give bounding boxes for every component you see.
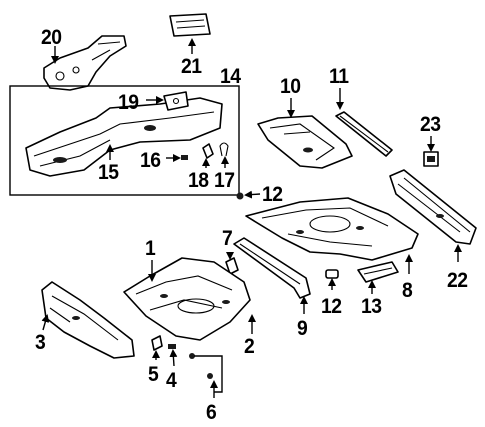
callout-16: 16 <box>140 149 161 172</box>
part-23-block <box>423 151 439 167</box>
callout-8: 8 <box>402 279 413 302</box>
callout-22: 22 <box>447 269 468 292</box>
part-11-rail <box>335 111 393 157</box>
callout-12-lower: 12 <box>321 295 342 318</box>
callout-20: 20 <box>41 26 62 49</box>
callout-18: 18 <box>188 169 209 192</box>
callout-7: 7 <box>222 227 233 250</box>
group-14-box <box>9 85 240 196</box>
part-19-plate <box>163 91 189 111</box>
part-18-clip <box>202 143 214 159</box>
callout-13: 13 <box>361 295 382 318</box>
callout-14: 14 <box>220 65 241 88</box>
callout-1: 1 <box>145 237 156 260</box>
part-22-crossmember <box>389 169 477 245</box>
part-4-clip <box>168 344 176 349</box>
callout-17: 17 <box>214 169 235 192</box>
part-8-rear-floor <box>245 197 419 261</box>
part-12a-clip <box>236 192 244 200</box>
callout-12-upper: 12 <box>262 183 283 206</box>
callout-2: 2 <box>244 335 255 358</box>
callout-15: 15 <box>98 161 119 184</box>
part-15-side-member <box>25 97 223 177</box>
part-6-fasteners <box>189 353 223 393</box>
callout-5: 5 <box>148 363 159 386</box>
part-17-hook <box>219 142 229 157</box>
callout-19: 19 <box>118 91 139 114</box>
part-20-bracket <box>43 35 127 91</box>
leader-4 <box>169 349 178 367</box>
callout-11: 11 <box>329 65 349 88</box>
part-13-bracket <box>357 261 399 283</box>
callout-23: 23 <box>420 113 441 136</box>
part-12b-pad <box>325 269 339 279</box>
callout-4: 4 <box>166 369 177 392</box>
callout-9: 9 <box>297 317 308 340</box>
callout-10: 10 <box>280 75 301 98</box>
leader-3 <box>41 314 50 331</box>
part-9-crossmember <box>233 237 311 299</box>
callout-3: 3 <box>35 331 46 354</box>
part-3-side-member <box>41 281 135 359</box>
part-5-bolt <box>151 335 163 351</box>
callout-21: 21 <box>181 55 202 78</box>
part-21-cover <box>169 13 211 37</box>
callout-6: 6 <box>206 401 217 424</box>
part-10-floor-section <box>257 115 353 169</box>
part-16-bolt <box>181 155 188 160</box>
leader-12a <box>244 190 261 199</box>
